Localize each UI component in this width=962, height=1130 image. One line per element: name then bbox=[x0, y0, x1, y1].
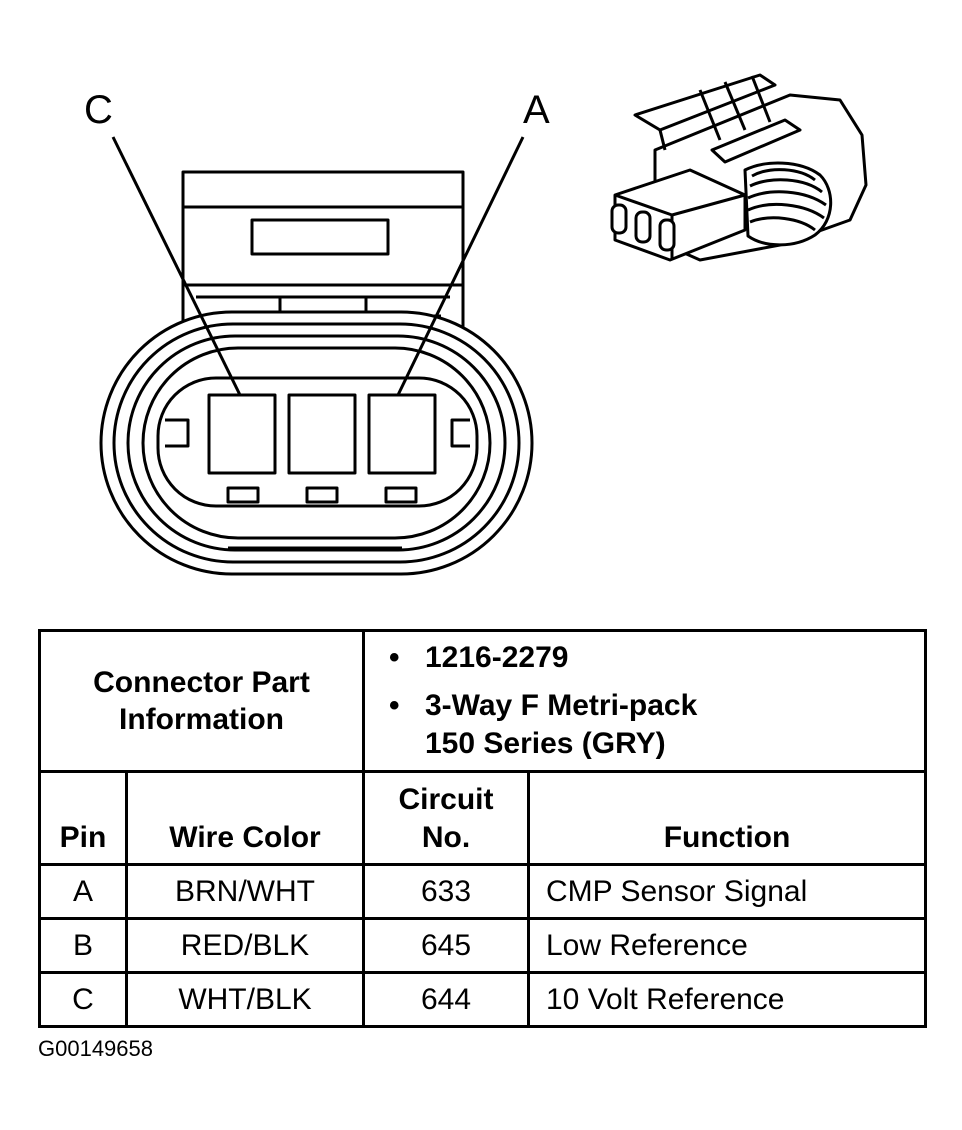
column-header-circuit-line2: No. bbox=[421, 821, 471, 854]
leader-line-a bbox=[396, 136, 525, 396]
pin-c-callout: C bbox=[84, 88, 113, 132]
column-header-circuit: Circuit No. bbox=[362, 770, 530, 866]
connector-3d-icon bbox=[610, 73, 868, 262]
bullet-icon: • bbox=[389, 641, 400, 674]
pin-cell: C bbox=[38, 971, 128, 1028]
locking-tab bbox=[181, 170, 465, 332]
pin-cell: B bbox=[38, 917, 128, 974]
connector-diagram bbox=[99, 73, 868, 576]
part-description-item: • 3-Way F Metri-pack 150 Series (GRY) bbox=[389, 687, 924, 763]
circuit-cell: 633 bbox=[362, 863, 530, 920]
pin-cell: A bbox=[38, 863, 128, 920]
part-number-item: • 1216-2279 bbox=[389, 639, 924, 677]
wire-color-cell: RED/BLK bbox=[125, 917, 365, 974]
connector-info-label: Connector Part Information bbox=[93, 666, 310, 736]
table-header-row: Connector Part Information • 1216-2279 •… bbox=[38, 629, 928, 773]
connector-info-label-cell: Connector Part Information bbox=[38, 629, 365, 773]
function-cell: 10 Volt Reference bbox=[526, 971, 928, 1028]
cavity-b bbox=[287, 393, 357, 475]
part-description-line1: 3-Way F Metri-pack bbox=[425, 689, 698, 722]
circuit-cell: 645 bbox=[362, 917, 530, 974]
terminal-cavities bbox=[207, 393, 437, 504]
connector-housing bbox=[99, 310, 534, 576]
wire-color-cell: WHT/BLK bbox=[125, 971, 365, 1028]
column-header-row: Pin Wire Color Circuit No. Function bbox=[38, 770, 928, 866]
cavity-a bbox=[367, 393, 437, 475]
leader-line-c bbox=[111, 136, 242, 396]
bullet-icon: • bbox=[389, 689, 400, 722]
circuit-cell: 644 bbox=[362, 971, 530, 1028]
figure-code: G00149658 bbox=[38, 1036, 153, 1061]
function-cell: CMP Sensor Signal bbox=[526, 863, 928, 920]
column-header-pin: Pin bbox=[38, 770, 128, 866]
cavity-c bbox=[207, 393, 277, 475]
function-cell: Low Reference bbox=[526, 917, 928, 974]
wire-color-cell: BRN/WHT bbox=[125, 863, 365, 920]
table-row: A BRN/WHT 633 CMP Sensor Signal bbox=[38, 863, 928, 920]
column-header-wire-color: Wire Color bbox=[125, 770, 365, 866]
part-info-cell: • 1216-2279 • 3-Way F Metri-pack 150 Ser… bbox=[361, 629, 928, 773]
part-number: 1216-2279 bbox=[425, 641, 569, 674]
table-row: C WHT/BLK 644 10 Volt Reference bbox=[38, 971, 928, 1028]
column-header-circuit-line1: Circuit bbox=[398, 783, 494, 816]
column-header-function: Function bbox=[526, 770, 928, 866]
connector-info-table: Connector Part Information • 1216-2279 •… bbox=[38, 629, 928, 1028]
part-description-line2: 150 Series (GRY) bbox=[425, 727, 666, 760]
table-row: B RED/BLK 645 Low Reference bbox=[38, 917, 928, 974]
pin-a-callout: A bbox=[523, 88, 550, 132]
